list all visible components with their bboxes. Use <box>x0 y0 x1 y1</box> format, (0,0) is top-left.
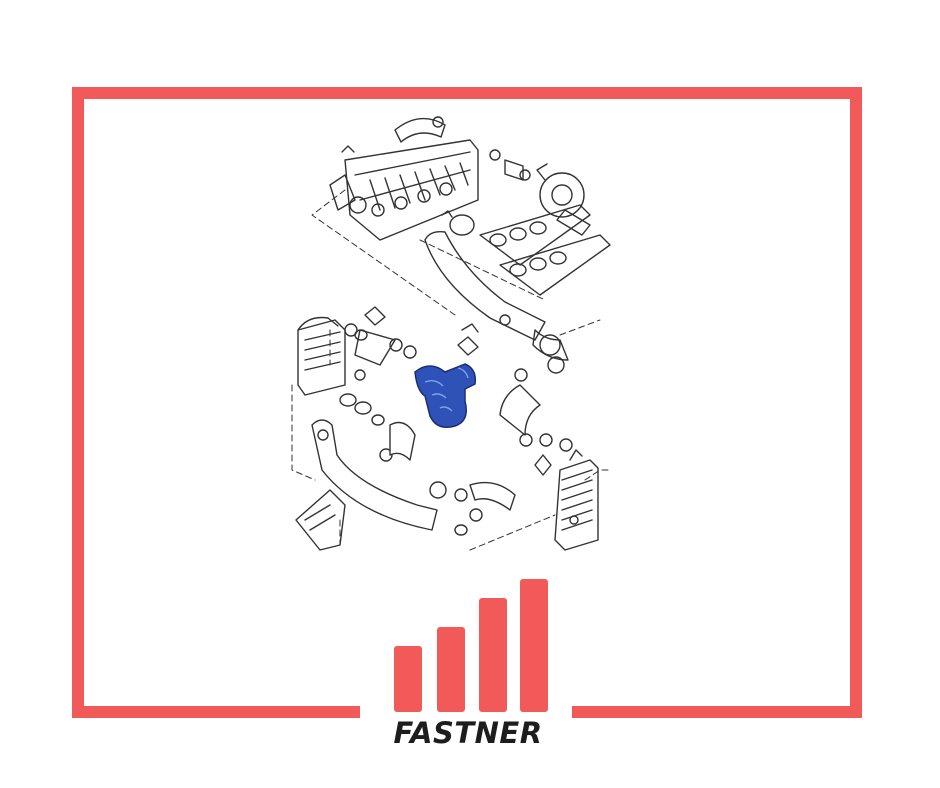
charge-pipe <box>424 230 569 374</box>
lower-bracket <box>295 393 516 551</box>
exhaust-manifold <box>441 204 611 296</box>
left-intercooler <box>297 306 417 396</box>
right-intercooler <box>499 368 599 551</box>
intake-manifold <box>329 116 479 241</box>
turbocharger <box>489 149 591 236</box>
logo-bar <box>479 598 507 712</box>
hose-clamp <box>457 323 479 356</box>
logo-bar <box>437 627 465 712</box>
logo-bar <box>394 646 422 712</box>
brand-name: FASTNER <box>393 716 543 750</box>
logo-bar <box>520 579 548 712</box>
frame-lines <box>72 87 862 718</box>
charge-air-hose-icon <box>414 363 477 428</box>
